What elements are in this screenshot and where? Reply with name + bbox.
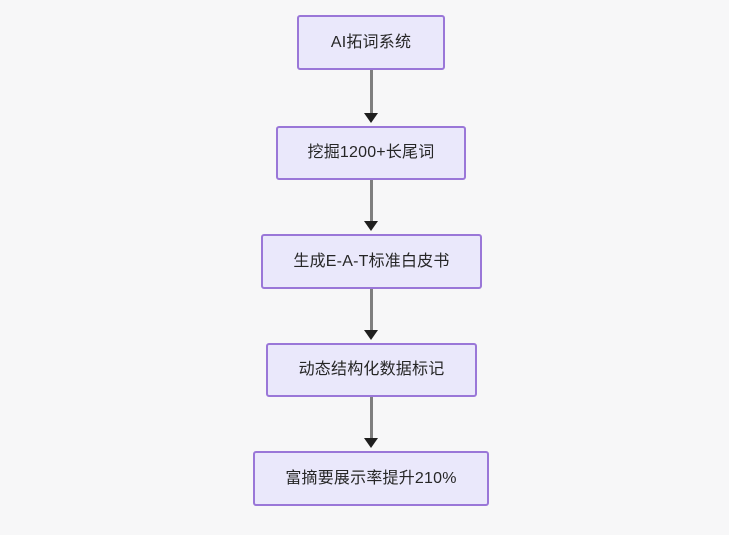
flowchart-node-label: AI拓词系统: [330, 33, 412, 51]
arrow-down-icon: [364, 221, 378, 231]
flowchart-node-rich-snippet-impression-uplift[interactable]: 富摘要展示率提升210%: [253, 451, 489, 506]
flowchart-node-mine-longtail-keywords[interactable]: 挖掘1200+长尾词: [276, 126, 466, 180]
flowchart-edge-line-0: [370, 70, 373, 116]
flowchart-edge-line-1: [370, 180, 373, 224]
flowchart-node-label: 动态结构化数据标记: [298, 361, 445, 379]
flowchart-edge-line-2: [370, 289, 373, 333]
arrow-down-icon: [364, 113, 378, 123]
flowchart-node-generate-eat-whitepaper[interactable]: 生成E-A-T标准白皮书: [261, 234, 482, 289]
flowchart-edge-line-3: [370, 397, 373, 441]
flowchart-node-ai-keyword-system[interactable]: AI拓词系统: [297, 15, 445, 70]
arrow-down-icon: [364, 330, 378, 340]
flowchart-node-label: 挖掘1200+长尾词: [307, 144, 435, 162]
arrow-down-icon: [364, 438, 378, 448]
flowchart-node-label: 富摘要展示率提升210%: [285, 469, 457, 487]
flowchart-node-label: 生成E-A-T标准白皮书: [293, 252, 450, 270]
flowchart-node-dynamic-structured-data-markup[interactable]: 动态结构化数据标记: [266, 343, 477, 397]
